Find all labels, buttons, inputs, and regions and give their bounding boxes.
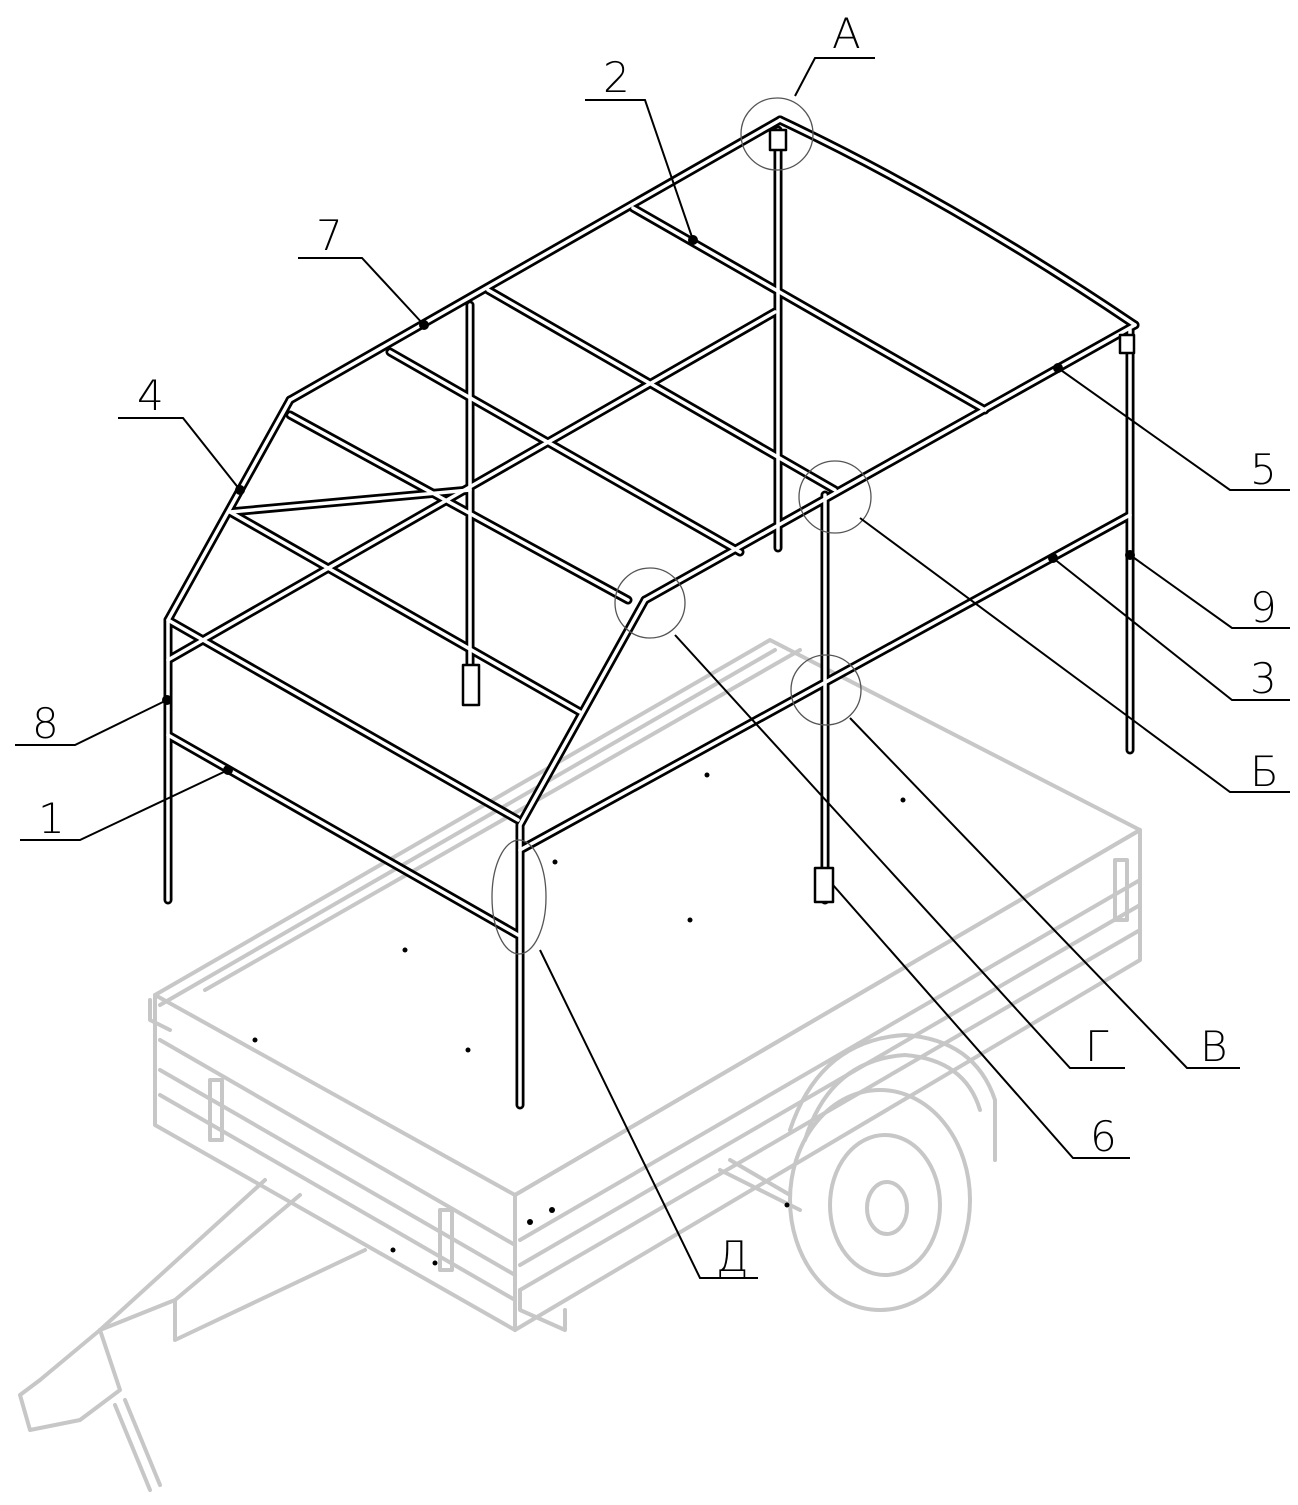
callout-label-2: 2 bbox=[603, 53, 630, 102]
callout-label-v: В bbox=[1200, 1022, 1228, 1071]
detail-circle-b bbox=[798, 460, 872, 534]
trailer-body bbox=[18, 638, 1142, 1492]
callout-label-1: 1 bbox=[38, 794, 65, 843]
callout-label-4: 4 bbox=[137, 371, 164, 420]
detail-circle-g bbox=[614, 567, 686, 639]
callout-label-g: Г bbox=[1085, 1022, 1109, 1071]
tent-frame bbox=[163, 115, 1140, 1110]
callout-labels: А 2 7 4 5 9 3 Б 8 1 Г В 6 Д bbox=[32, 9, 1279, 1281]
detail-circle-d bbox=[491, 839, 547, 955]
callout-label-6: 6 bbox=[1090, 1112, 1117, 1161]
leader-lines bbox=[15, 57, 1290, 1279]
detail-circles bbox=[491, 97, 872, 955]
callout-label-b-cyr: Б bbox=[1250, 747, 1279, 796]
callout-label-3: 3 bbox=[1250, 654, 1277, 703]
callout-label-9: 9 bbox=[1250, 583, 1277, 632]
callout-label-d: Д bbox=[716, 1232, 749, 1281]
detail-circle-v bbox=[790, 654, 862, 726]
callout-label-8: 8 bbox=[32, 699, 59, 748]
callout-label-7: 7 bbox=[316, 211, 343, 260]
trailer-rivets bbox=[252, 772, 906, 1266]
callout-label-a: А bbox=[832, 9, 861, 58]
detail-circle-a bbox=[740, 97, 814, 171]
callout-label-5: 5 bbox=[1250, 445, 1277, 494]
